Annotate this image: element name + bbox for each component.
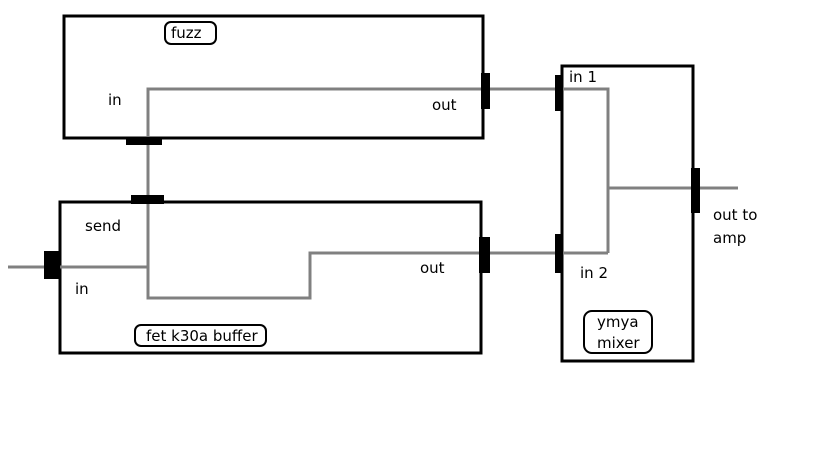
- buffer-send-jack: [131, 195, 164, 204]
- fuzz-title: fuzz: [171, 24, 202, 42]
- mixer-title-frame: [583, 310, 653, 354]
- buffer-title: fet k30a buffer: [146, 327, 258, 345]
- buffer-out-jack: [479, 237, 490, 273]
- jacks: [44, 73, 700, 279]
- fuzz-in-label: in: [108, 91, 122, 109]
- fuzz-out-label: out: [432, 96, 457, 114]
- fuzz-title-frame: [164, 21, 217, 45]
- buffer-in-jack: [44, 251, 60, 279]
- fuzz-in-jack: [126, 137, 162, 145]
- output-label-line1: out to: [713, 206, 757, 224]
- mixer-in2-label: in 2: [580, 264, 608, 282]
- buffer-title-frame: [134, 324, 267, 347]
- buffer-box: [58, 200, 483, 355]
- wires: [8, 87, 738, 300]
- mixer-out-jack: [691, 168, 700, 213]
- mixer-box: [560, 64, 695, 363]
- buffer-in-label: in: [75, 280, 89, 298]
- fuzz-out-jack: [481, 73, 490, 109]
- output-label-line2: amp: [713, 229, 746, 247]
- mixer-in1-jack: [555, 75, 563, 111]
- wire-send-loop: [146, 87, 610, 267]
- mixer-title-line1: ymya: [597, 313, 639, 331]
- fuzz-box: [62, 14, 485, 140]
- mixer-in1-label: in 1: [569, 68, 597, 86]
- wire-buffer-out: [146, 251, 608, 300]
- mixer-in2-jack: [555, 234, 563, 273]
- buffer-out-label: out: [420, 259, 445, 277]
- mixer-title-line2: mixer: [597, 334, 640, 352]
- buffer-send-label: send: [85, 217, 121, 235]
